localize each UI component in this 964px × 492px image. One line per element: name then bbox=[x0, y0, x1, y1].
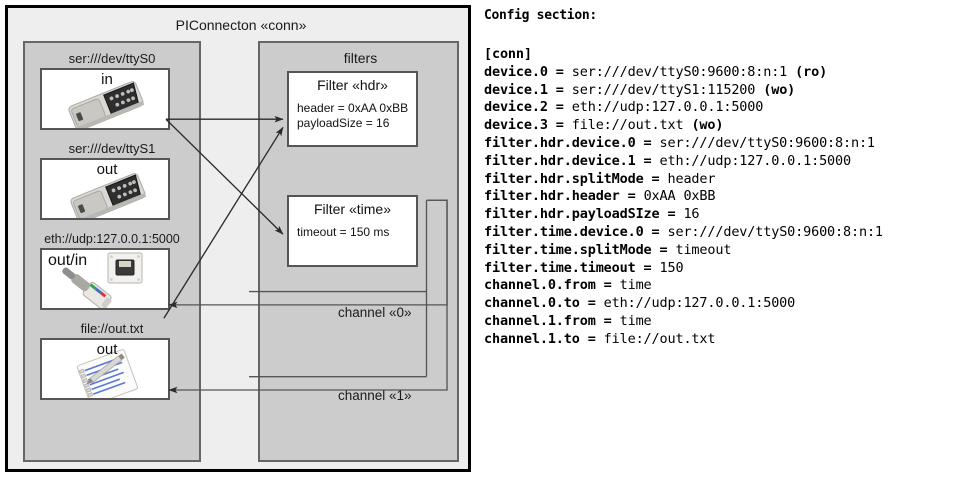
filters-group-title: filters bbox=[343, 50, 378, 66]
config-line-key: filter.time.timeout = bbox=[484, 259, 660, 276]
device-eth-udp-caption: eth://udp:127.0.0.1:5000 bbox=[44, 232, 180, 246]
config-line-key: device.0 = bbox=[484, 63, 572, 80]
filter-hdr-prop-payload: payloadSize = 16 bbox=[297, 116, 390, 130]
config-line: channel.1.to = file://out.txt bbox=[484, 331, 883, 349]
device-ttyS1-box[interactable]: out bbox=[40, 158, 170, 220]
config-line: channel.0.from = time bbox=[484, 277, 883, 295]
config-line: channel.0.to = eth://udp:127.0.0.1:5000 bbox=[484, 295, 883, 313]
filter-time-box[interactable]: Filter «time» timeout = 150 ms bbox=[287, 195, 418, 267]
serial-db9-connector-icon bbox=[70, 173, 147, 218]
config-line-key: channel.0.from = bbox=[484, 277, 620, 294]
config-line-value: ser:///dev/ttyS0:9600:8:n:1 bbox=[571, 63, 796, 80]
config-line-value: ser:///dev/ttyS0:9600:8:n:1 bbox=[667, 223, 884, 240]
filter-hdr-properties: header = 0xAA 0xBB payloadSize = 16 bbox=[297, 101, 408, 131]
config-line-value: ser:///dev/ttyS0:9600:8:n:1 bbox=[659, 134, 876, 151]
config-line-flag: (wo) bbox=[691, 117, 724, 134]
device-file-out[interactable]: file://out.txt out bbox=[33, 321, 191, 403]
text-file-pencil-icon bbox=[76, 349, 139, 398]
channel-0-label: channel «0» bbox=[338, 305, 412, 320]
config-line-flag: (ro) bbox=[795, 63, 828, 80]
config-panel: Config section: [conn]device.0 = ser:///… bbox=[478, 0, 964, 484]
config-line: filter.hdr.device.0 = ser:///dev/ttyS0:9… bbox=[484, 135, 883, 153]
config-line-value: 0xAA 0xBB bbox=[643, 188, 716, 205]
config-line-key: channel.0.to = bbox=[484, 295, 604, 312]
connector-outer-frame: PIConnecton «conn» ser:///dev/ttyS0 in bbox=[5, 5, 471, 472]
config-line-key: filter.hdr.device.1 = bbox=[484, 152, 660, 169]
config-line: channel.1.from = time bbox=[484, 313, 883, 331]
device-file-out-caption: file://out.txt bbox=[80, 321, 144, 336]
config-line-value: ser:///dev/ttyS1:115200 bbox=[571, 81, 764, 98]
config-line-value: 150 bbox=[659, 259, 684, 276]
config-line-key: filter.hdr.header = bbox=[484, 188, 644, 205]
edge-channel-0 bbox=[168, 199, 448, 309]
filters-group: filters Filter «hdr» header = 0xAA 0xBB … bbox=[258, 41, 459, 462]
config-line-key: device.3 = bbox=[484, 117, 572, 134]
config-line: filter.hdr.header = 0xAA 0xBB bbox=[484, 188, 883, 206]
device-eth-udp-box[interactable]: out/in bbox=[40, 248, 170, 310]
channel-1-label: channel «1» bbox=[338, 388, 412, 403]
filter-time-properties: timeout = 150 ms bbox=[297, 225, 389, 240]
device-file-out-box[interactable]: out bbox=[40, 338, 170, 400]
page-title: PIConnecton «conn» bbox=[175, 17, 307, 33]
config-line: filter.time.device.0 = ser:///dev/ttyS0:… bbox=[484, 224, 883, 242]
device-ttyS1-caption: ser:///dev/ttyS1 bbox=[68, 141, 156, 156]
device-file-out-direction: out bbox=[96, 341, 118, 358]
config-line-key: filter.time.device.0 = bbox=[484, 223, 668, 240]
config-line: device.1 = ser:///dev/ttyS1:115200 (wo) bbox=[484, 82, 883, 100]
config-line-key: channel.1.from = bbox=[484, 312, 620, 329]
device-eth-udp-direction: out/in bbox=[48, 252, 88, 269]
device-ttyS1-direction: out bbox=[96, 161, 118, 178]
config-line: device.0 = ser:///dev/ttyS0:9600:8:n:1 (… bbox=[484, 64, 883, 82]
config-line: filter.hdr.device.1 = eth://udp:127.0.0.… bbox=[484, 153, 883, 171]
edge-ttyS0-to-filter-time bbox=[165, 118, 284, 235]
device-ttyS1[interactable]: ser:///dev/ttyS1 out bbox=[33, 141, 191, 223]
config-line: filter.hdr.splitMode = header bbox=[484, 171, 883, 189]
config-line: filter.hdr.payloadSIze = 16 bbox=[484, 206, 883, 224]
edge-eth-to-filter-hdr bbox=[163, 126, 284, 319]
config-line-value: 16 bbox=[683, 206, 700, 223]
device-eth-udp[interactable]: eth://udp:127.0.0.1:5000 out/in bbox=[33, 231, 191, 313]
config-line-key: filter.hdr.payloadSIze = bbox=[484, 206, 684, 223]
config-line-value: eth://udp:127.0.0.1:5000 bbox=[659, 152, 852, 169]
config-line-value: eth://udp:127.0.0.1:5000 bbox=[603, 295, 796, 312]
config-line-value: time bbox=[619, 312, 652, 329]
filter-time-prop-timeout: timeout = 150 ms bbox=[297, 225, 390, 239]
config-line-value: time bbox=[619, 277, 652, 294]
ethernet-jack-cable-icon bbox=[62, 252, 143, 308]
config-line-key: device.2 = bbox=[484, 99, 572, 116]
device-ttyS0[interactable]: ser:///dev/ttyS0 in bbox=[33, 51, 191, 133]
config-line-value: timeout bbox=[675, 241, 732, 258]
edge-channel-1 bbox=[168, 199, 448, 394]
config-text-block: [conn]device.0 = ser:///dev/ttyS0:9600:8… bbox=[484, 46, 883, 349]
config-line: filter.time.timeout = 150 bbox=[484, 260, 883, 278]
device-ttyS0-direction: in bbox=[101, 71, 113, 88]
filter-hdr-title: Filter «hdr» bbox=[317, 77, 388, 93]
filter-hdr-box[interactable]: Filter «hdr» header = 0xAA 0xBB payloadS… bbox=[287, 71, 418, 147]
architecture-diagram: PIConnecton «conn» ser:///dev/ttyS0 in bbox=[0, 0, 478, 484]
config-line-value: header bbox=[667, 170, 716, 187]
config-line: filter.time.splitMode = timeout bbox=[484, 242, 883, 260]
config-line-key: device.1 = bbox=[484, 81, 572, 98]
config-line-value: eth://udp:127.0.0.1:5000 bbox=[571, 99, 764, 116]
config-line-key: [conn] bbox=[484, 46, 532, 62]
serial-db9-connector-icon bbox=[68, 81, 145, 128]
device-ttyS0-caption: ser:///dev/ttyS0 bbox=[68, 51, 156, 66]
config-line-value: file://out.txt bbox=[571, 117, 692, 134]
config-line-key: channel.1.to = bbox=[484, 330, 604, 347]
config-line: device.3 = file://out.txt (wo) bbox=[484, 117, 883, 135]
connector-lines-overlay bbox=[163, 115, 448, 394]
filter-time-title: Filter «time» bbox=[313, 201, 392, 217]
device-ttyS0-box[interactable]: in bbox=[40, 68, 170, 130]
config-line-key: filter.hdr.splitMode = bbox=[484, 170, 668, 187]
config-line-key: filter.time.splitMode = bbox=[484, 241, 676, 258]
config-line-value: file://out.txt bbox=[603, 330, 716, 347]
config-line-key: filter.hdr.device.0 = bbox=[484, 134, 660, 151]
config-heading: Config section: bbox=[484, 8, 597, 23]
filter-hdr-prop-header: header = 0xAA 0xBB bbox=[297, 101, 409, 115]
config-line-flag: (wo) bbox=[763, 81, 796, 98]
config-line: device.2 = eth://udp:127.0.0.1:5000 bbox=[484, 99, 883, 117]
config-line: [conn] bbox=[484, 46, 883, 64]
